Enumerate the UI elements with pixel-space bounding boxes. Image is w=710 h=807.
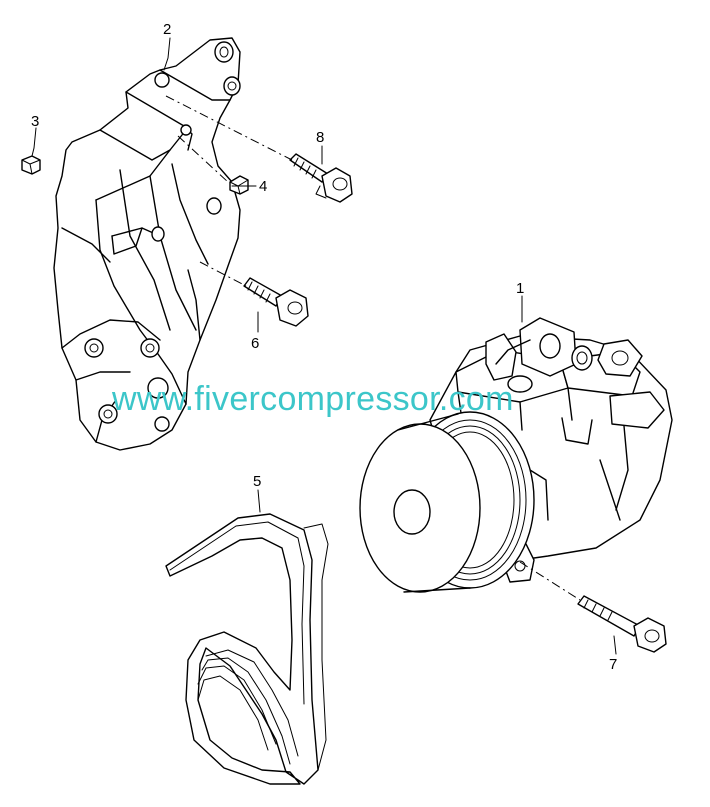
callout-8: 8 [316, 129, 324, 146]
part-3-nut [21, 155, 41, 175]
watermark-text: www.fivercompressor.com [112, 380, 514, 418]
bolt-6 [243, 277, 309, 327]
ac-compressor [359, 317, 673, 593]
mounting-bracket [53, 37, 241, 451]
callout-7: 7 [609, 656, 617, 673]
callout-2: 2 [163, 21, 171, 38]
callout-5: 5 [253, 473, 261, 490]
bolt-7 [577, 595, 667, 653]
bolt-8 [289, 153, 353, 203]
callout-3: 3 [31, 113, 39, 130]
callout-4: 4 [259, 178, 267, 195]
callout-1: 1 [516, 280, 524, 297]
part-4-pin [229, 175, 249, 195]
leader-lines [31, 37, 617, 655]
callout-6: 6 [251, 335, 259, 352]
poly-v-belt [165, 513, 329, 785]
